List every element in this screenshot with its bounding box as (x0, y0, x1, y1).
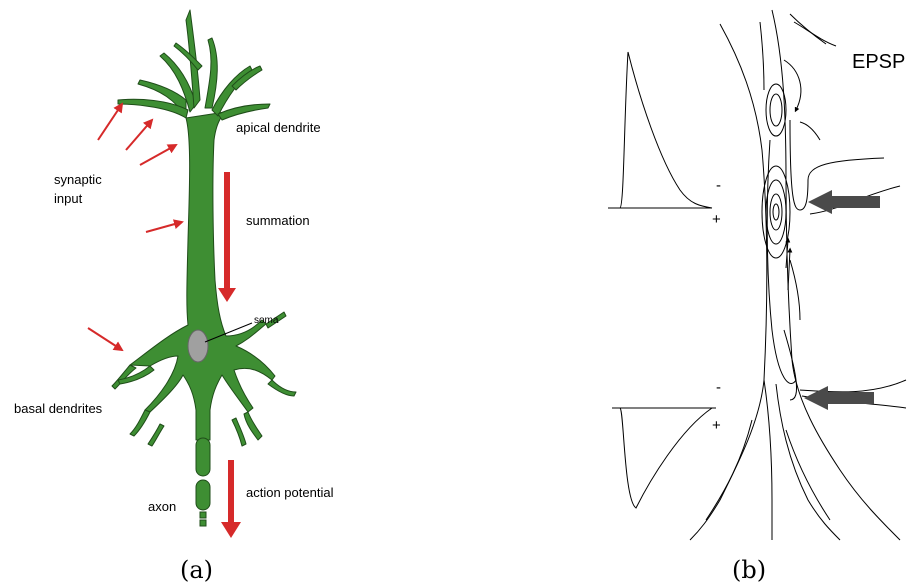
label-action-potential: action potential (246, 485, 334, 500)
action-potential-arrow (221, 460, 241, 538)
label-minus-top: - (716, 177, 721, 194)
stimulus-arrow-bottom (804, 386, 874, 410)
epsp-waveform (608, 52, 712, 208)
stimulus-arrow-top (808, 190, 880, 214)
label-minus-bottom: - (716, 379, 721, 396)
stimulus-arrows (804, 190, 880, 410)
synaptic-arrow-5 (88, 328, 122, 350)
neuron-outline (690, 10, 900, 540)
synaptic-arrow-2 (126, 120, 152, 150)
synaptic-arrow-1 (98, 104, 122, 140)
label-plus-bottom: + (712, 417, 721, 434)
soma-nucleus (188, 330, 208, 362)
current-loops (762, 60, 801, 400)
synaptic-arrow-3 (140, 145, 176, 165)
label-plus-top: + (712, 211, 721, 228)
label-soma: soma (254, 315, 279, 326)
panel-b (608, 10, 906, 540)
synaptic-input-arrows (88, 104, 182, 350)
bottom-waveform (612, 408, 712, 508)
synaptic-arrow-4 (146, 222, 182, 232)
caption-a: (a) (180, 556, 213, 584)
neuron-shape (112, 10, 296, 446)
label-summation: summation (246, 213, 310, 228)
label-axon: axon (148, 499, 176, 514)
label-epsp: EPSP (852, 51, 905, 73)
label-basal-dendrites: basal dendrites (14, 401, 103, 416)
caption-b: (b) (732, 556, 766, 584)
label-synaptic: synaptic (54, 172, 102, 187)
label-apical-dendrite: apical dendrite (236, 120, 321, 135)
panel-a: apical dendrite synaptic input summation… (14, 10, 334, 584)
label-input: input (54, 191, 83, 206)
axon-myelin (196, 438, 210, 526)
summation-arrow (218, 172, 236, 302)
